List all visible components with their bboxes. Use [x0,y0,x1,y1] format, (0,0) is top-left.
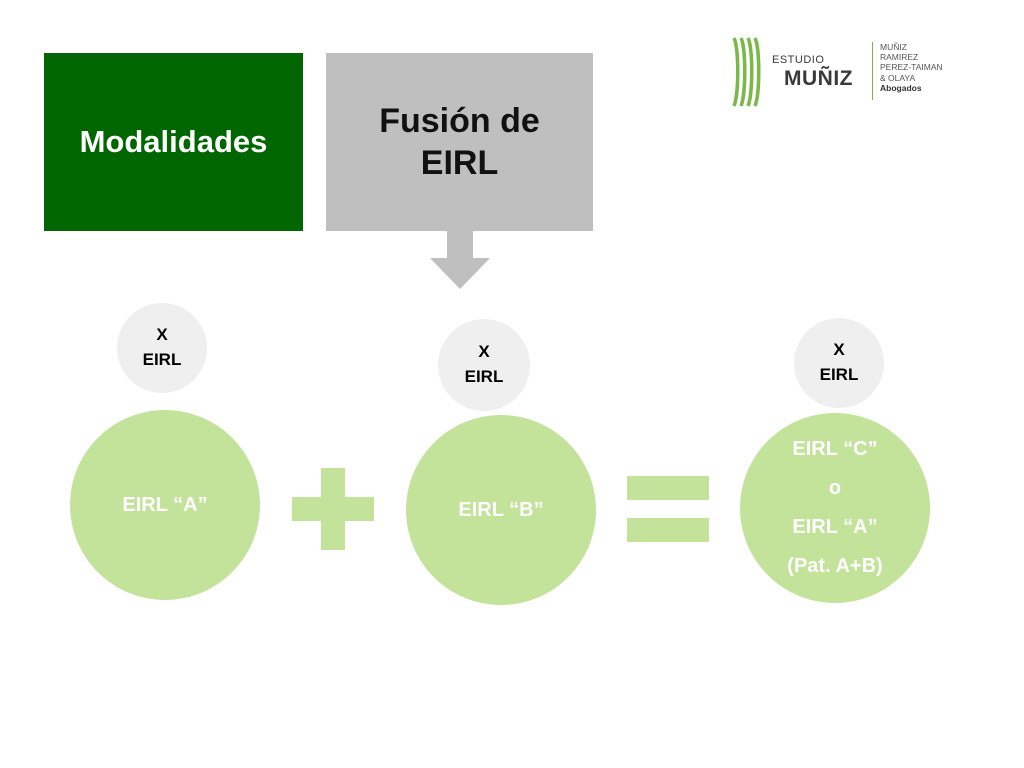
result-line-3: EIRL “A” [792,516,878,538]
badge-b-eirl: EIRL [464,367,504,386]
circle-eirl-b-label: EIRL “B” [458,498,544,521]
fusion-box: Fusión de EIRL [326,53,593,231]
badge-c: X EIRL [794,318,884,408]
badge-b-x: X [478,342,490,362]
modalidades-label: Modalidades [79,123,268,159]
circle-eirl-a-label: EIRL “A” [122,493,208,516]
result-line-2: o [828,477,842,499]
logo-estudio-text: ESTUDIO [772,54,825,66]
plus-icon [292,468,374,550]
estudio-muniz-logo: ESTUDIO MUÑIZ MUÑIZ RAMIREZ PEREZ-TAIMAN… [728,34,968,110]
logo-partner-3: PEREZ-TAIMAN [880,62,943,73]
circle-result: EIRL “C” o EIRL “A” (Pat. A+B) [740,413,930,603]
logo-partner-4: & OLAYA [880,72,916,83]
logo-partner-1: MUÑIZ [880,42,907,52]
equals-icon [627,476,709,542]
result-line-1: EIRL “C” [792,438,878,460]
logo-bars-icon [732,37,761,107]
logo-divider [872,42,873,100]
badge-b: X EIRL [438,319,530,411]
logo-partners: MUÑIZ RAMIREZ PEREZ-TAIMAN & OLAYA Aboga… [880,42,943,93]
badge-c-eirl: EIRL [819,365,859,384]
badge-a: X EIRL [117,303,207,393]
fusion-title-line1: Fusión de [379,101,540,140]
result-line-4: (Pat. A+B) [787,555,883,577]
circle-eirl-a: EIRL “A” [70,410,260,600]
badge-a-eirl: EIRL [142,350,182,369]
badge-c-x: X [833,340,845,360]
down-arrow-icon [430,231,490,289]
fusion-title-line2: EIRL [420,144,499,182]
logo-partner-2: RAMIREZ [880,52,919,63]
circle-eirl-b: EIRL “B” [406,415,596,605]
logo-name-text: MUÑIZ [784,67,853,90]
logo-abogados: Abogados [880,82,922,93]
modalidades-box: Modalidades [44,53,303,231]
badge-a-x: X [156,325,168,345]
